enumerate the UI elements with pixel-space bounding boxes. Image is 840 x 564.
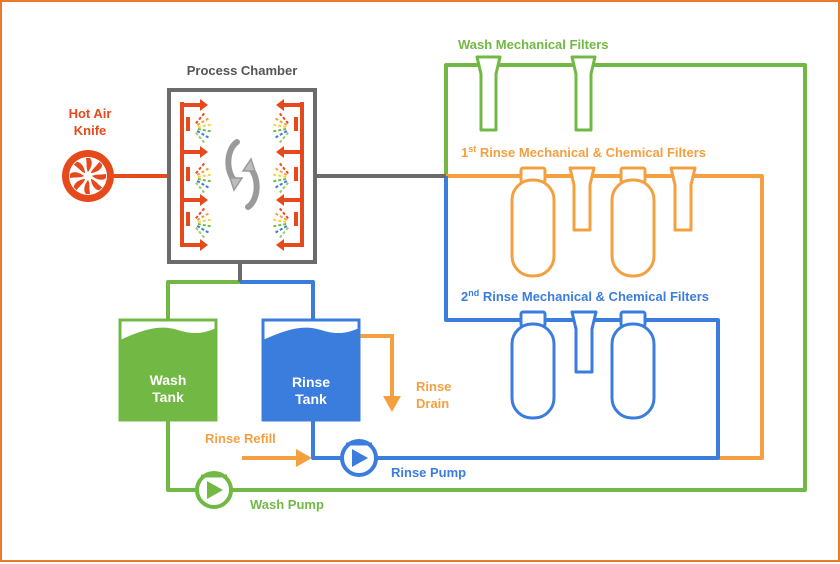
spray-stream xyxy=(272,173,287,178)
rinse-drain-arrowhead xyxy=(383,396,401,412)
first-rinse-title: Rinse Mechanical & Chemical Filters xyxy=(476,145,706,160)
spray-stream xyxy=(195,162,206,175)
spray-stream xyxy=(196,180,210,189)
spray-stream xyxy=(274,212,288,221)
spray-stream xyxy=(272,223,287,228)
wash-pump-icon xyxy=(195,471,233,509)
rinse-drain-arrow xyxy=(360,334,394,400)
chamber-outlet-pipe xyxy=(238,174,446,282)
spray-stream xyxy=(196,130,210,139)
wash-filters-label: Wash Mechanical Filters xyxy=(458,37,609,52)
rinse-pump-icon xyxy=(340,439,378,477)
spray-stream xyxy=(197,173,212,178)
spray-stream xyxy=(274,225,288,234)
spray-stream xyxy=(274,167,288,176)
second-rinse-filters xyxy=(510,310,656,420)
spray-stream xyxy=(272,128,287,133)
rinse-refill-arrowhead xyxy=(296,449,312,467)
second-rinse-ordinal-suffix: nd xyxy=(468,288,479,298)
rinse-drain-label-line1: Rinse xyxy=(416,379,451,394)
spray-stream xyxy=(196,117,210,126)
first-rinse-filters-label: 1st Rinse Mechanical & Chemical Filters xyxy=(461,144,706,160)
wash-tank xyxy=(118,318,218,422)
spray-stream xyxy=(272,178,287,183)
spray-stream xyxy=(278,207,289,220)
first-rinse-filters xyxy=(510,166,697,278)
spray-stream xyxy=(197,223,212,228)
rinse-refill-label: Rinse Refill xyxy=(205,431,276,446)
spray-stream xyxy=(195,207,206,220)
rinse-tank-label-line1: Rinse xyxy=(292,374,330,390)
spray-stream xyxy=(272,218,287,223)
spray-stream xyxy=(278,131,289,144)
spray-nozzle-icon-group xyxy=(195,112,289,239)
first-rinse-ordinal-suffix: st xyxy=(468,144,476,154)
process-chamber xyxy=(167,88,317,264)
second-rinse-loop-pipe xyxy=(240,176,720,460)
spray-stream xyxy=(278,162,289,175)
second-rinse-title: Rinse Mechanical & Chemical Filters xyxy=(479,289,709,304)
right-manifold-arrowheads xyxy=(276,99,298,251)
spray-stream xyxy=(274,130,288,139)
second-rinse-filters-label: 2nd Rinse Mechanical & Chemical Filters xyxy=(461,288,709,304)
rinse-drain-label-line2: Drain xyxy=(416,396,449,411)
first-rinse-loop-pipe xyxy=(446,174,764,460)
right-air-manifold xyxy=(282,102,304,247)
spray-stream xyxy=(197,218,212,223)
spray-stream xyxy=(272,123,287,128)
spray-stream xyxy=(196,212,210,221)
spray-stream xyxy=(278,112,289,125)
rinse-tank-label-line2: Tank xyxy=(295,391,327,407)
rotation-arrows-icon xyxy=(225,139,260,210)
left-air-manifold xyxy=(180,102,202,247)
spray-stream xyxy=(197,178,212,183)
fan-icon xyxy=(62,150,114,202)
spray-stream xyxy=(278,226,289,239)
left-manifold-arrowheads xyxy=(186,99,208,251)
spray-stream xyxy=(197,128,212,133)
spray-stream xyxy=(195,131,206,144)
spray-stream xyxy=(274,117,288,126)
spray-stream xyxy=(195,181,206,194)
wash-tank-label-line1: Wash xyxy=(150,372,187,388)
rinse-pump-label: Rinse Pump xyxy=(391,465,466,480)
wash-loop-pipe xyxy=(166,63,807,492)
spray-stream xyxy=(195,112,206,125)
rinse-tank xyxy=(261,318,361,422)
wash-tank-label-line2: Tank xyxy=(152,389,184,405)
first-rinse-ordinal: 1 xyxy=(461,145,468,160)
process-chamber-label: Process Chamber xyxy=(187,63,298,78)
wash-pump-label: Wash Pump xyxy=(250,497,324,512)
spray-stream xyxy=(196,225,210,234)
spray-stream xyxy=(195,226,206,239)
hot-air-label-line2: Knife xyxy=(74,123,107,138)
spray-stream xyxy=(196,167,210,176)
spray-stream xyxy=(274,180,288,189)
wash-mechanical-filters xyxy=(475,55,597,132)
spray-stream xyxy=(197,123,212,128)
spray-stream xyxy=(278,181,289,194)
second-rinse-ordinal: 2 xyxy=(461,289,468,304)
hot-air-label-line1: Hot Air xyxy=(69,106,112,121)
